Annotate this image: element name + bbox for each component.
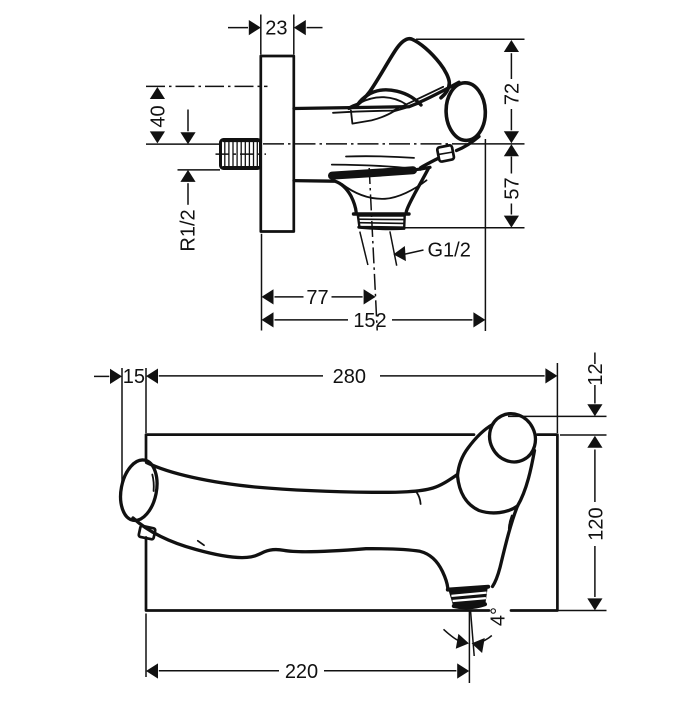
svg-text:77: 77	[306, 287, 328, 309]
svg-text:280: 280	[333, 366, 366, 388]
svg-text:23: 23	[265, 18, 287, 40]
svg-text:120: 120	[585, 507, 607, 540]
svg-text:152: 152	[353, 310, 386, 332]
svg-text:40: 40	[148, 105, 170, 127]
svg-text:G1/2: G1/2	[428, 240, 471, 262]
svg-text:72: 72	[502, 83, 524, 105]
svg-text:12: 12	[585, 363, 607, 385]
svg-text:4°: 4°	[488, 607, 510, 626]
svg-text:57: 57	[502, 177, 524, 199]
svg-text:220: 220	[285, 661, 318, 683]
svg-text:R1/2: R1/2	[178, 209, 200, 251]
svg-text:15: 15	[123, 366, 145, 388]
